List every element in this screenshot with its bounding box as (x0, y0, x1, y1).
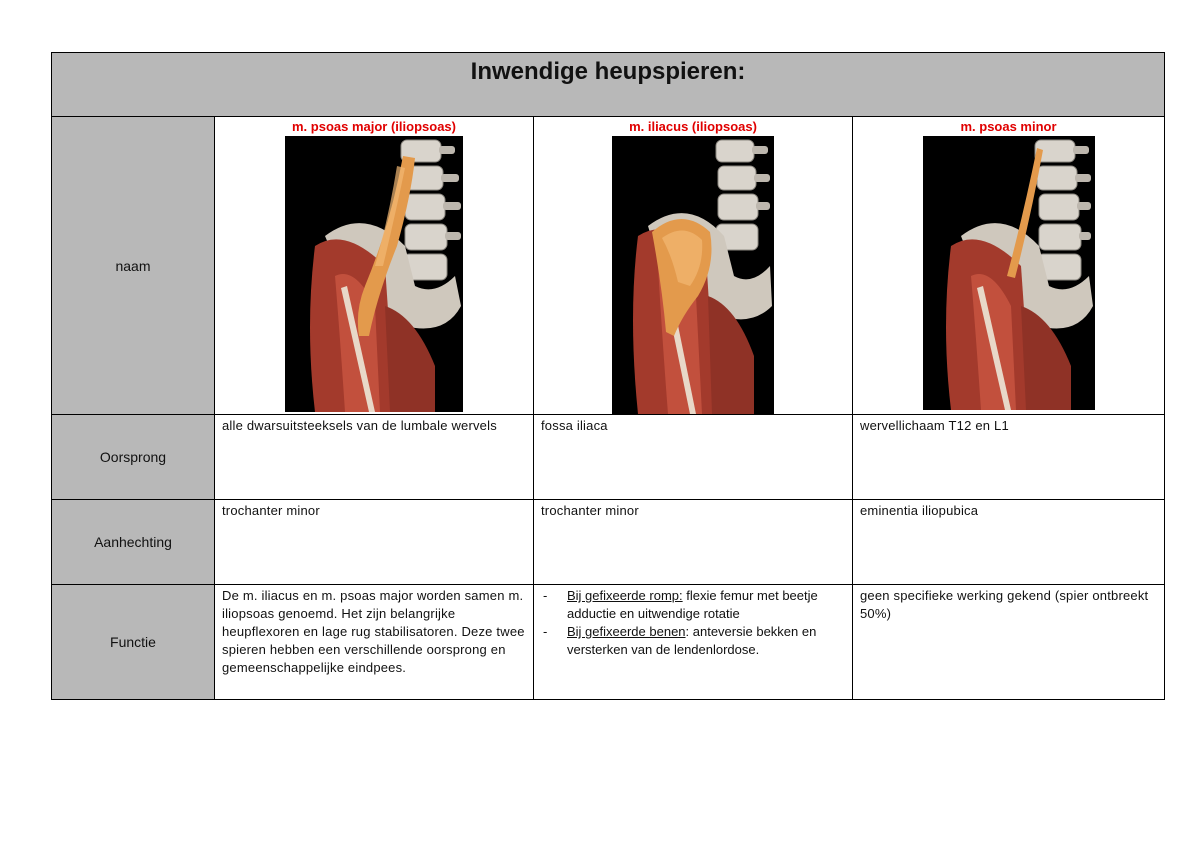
function-psoas-minor: geen specifieke werking gekend (spier on… (851, 584, 1166, 700)
function-description: flexie femur met beetje adductie en uitw… (567, 588, 818, 621)
origin-psoas-major: alle dwarsuitsteeksels van de lumbale we… (214, 414, 534, 500)
muscle-cell-psoas-minor: m. psoas minor (851, 116, 1166, 415)
origin-text: alle dwarsuitsteeksels van de lumbale we… (222, 418, 497, 433)
muscle-name-iliacus: m. iliacus (iliopsoas) (629, 119, 757, 134)
row-label-aanhechting: Aanhechting (51, 499, 215, 585)
origin-text: fossa iliaca (541, 418, 608, 433)
function-text: geen specifieke werking gekend (spier on… (860, 588, 1149, 621)
function-iliacus: - Bij gefixeerde romp: flexie femur met b… (533, 584, 853, 700)
origin-psoas-minor: wervellichaam T12 en L1 (851, 414, 1166, 500)
function-text: De m. iliacus en m. psoas major worden s… (222, 588, 525, 675)
iliacus-illustration (612, 136, 774, 414)
muscle-cell-psoas-major: m. psoas major (iliopsoas) (214, 116, 534, 415)
insertion-iliacus: trochanter minor (533, 499, 853, 585)
row-label-functie: Functie (51, 584, 215, 700)
row-label-naam: naam (51, 116, 215, 415)
list-dash: - (543, 588, 548, 603)
insertion-psoas-major: trochanter minor (214, 499, 534, 585)
insertion-text: trochanter minor (541, 503, 639, 518)
title-cell: Inwendige heupspieren: (50, 52, 1166, 117)
muscle-table: Inwendige heupspieren: naam m. psoas maj… (50, 52, 1166, 700)
function-list: - Bij gefixeerde romp: flexie femur met b… (534, 585, 852, 659)
row-label-oorsprong: Oorsprong (51, 414, 215, 500)
origin-row: Oorsprong alle dwarsuitsteeksels van de … (51, 414, 1166, 500)
origin-iliacus: fossa iliaca (533, 414, 853, 500)
psoas-major-illustration (285, 136, 463, 412)
title-row: Inwendige heupspieren: (50, 52, 1166, 117)
insertion-text: trochanter minor (222, 503, 320, 518)
name-row: naam m. psoas major (iliopsoas) (51, 116, 1166, 415)
function-psoas-major: De m. iliacus en m. psoas major worden s… (214, 584, 534, 700)
function-row: Functie De m. iliacus en m. psoas major … (51, 584, 1166, 700)
muscle-name-psoas-minor: m. psoas minor (960, 119, 1057, 134)
function-description: : anteversie bekken en versterken van de… (567, 624, 817, 657)
function-condition: Bij gefixeerde benen (567, 624, 686, 639)
insertion-text: eminentia iliopubica (860, 503, 979, 518)
insertion-psoas-minor: eminentia iliopubica (851, 499, 1166, 585)
muscle-name-psoas-major: m. psoas major (iliopsoas) (292, 119, 456, 134)
function-item: - Bij gefixeerde benen: anteversie bekken… (541, 623, 845, 659)
list-dash: - (543, 624, 548, 639)
insertion-row: Aanhechting trochanter minor trochanter … (51, 499, 1166, 585)
page-title: Inwendige heupspieren: (470, 58, 746, 85)
psoas-minor-illustration (922, 136, 1095, 410)
function-item: - Bij gefixeerde romp: flexie femur met b… (541, 587, 845, 623)
function-condition: Bij gefixeerde romp: (567, 588, 683, 603)
origin-text: wervellichaam T12 en L1 (860, 418, 1009, 433)
muscle-cell-iliacus: m. iliacus (iliopsoas) (533, 116, 853, 415)
